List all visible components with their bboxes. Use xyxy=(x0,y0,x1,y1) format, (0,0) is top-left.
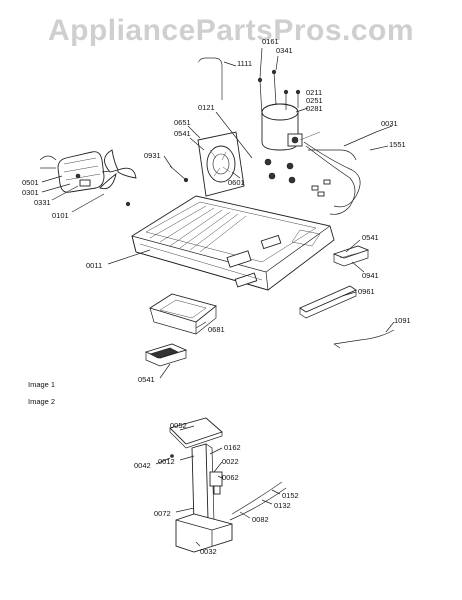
label-0062: 0062 xyxy=(222,473,239,482)
label-0162: 0162 xyxy=(224,443,241,452)
label-0341: 0341 xyxy=(276,46,293,55)
wire-harness-part xyxy=(303,131,377,215)
lower-bracket-part xyxy=(144,343,188,367)
label-1551: 1551 xyxy=(389,140,406,149)
label-0052: 0052 xyxy=(170,421,187,430)
label-0121: 0121 xyxy=(198,103,215,112)
label-0541-lower: 0541 xyxy=(138,375,155,384)
label-0251: 0251 xyxy=(306,96,323,105)
label-0161: 0161 xyxy=(262,37,279,46)
caption-image-2: Image 2 xyxy=(28,397,55,406)
part-labels: 1111 0161 0341 0121 0211 0251 0281 0031 … xyxy=(22,37,411,556)
drain-pan-part xyxy=(148,293,217,335)
label-0072: 0072 xyxy=(154,509,171,518)
watermark: AppliancePartsPros.com xyxy=(47,14,415,47)
label-0011: 0011 xyxy=(86,261,102,270)
label-0331: 0331 xyxy=(34,198,51,207)
label-0152: 0152 xyxy=(282,491,299,500)
label-0281: 0281 xyxy=(306,104,323,113)
bolt-parts xyxy=(257,69,301,117)
label-0501: 0501 xyxy=(22,178,39,187)
tube-part xyxy=(197,57,223,100)
label-0651: 0651 xyxy=(174,118,191,127)
label-0541-bracket: 0541 xyxy=(362,233,379,242)
fan-shroud-part xyxy=(197,131,245,197)
label-0032: 0032 xyxy=(200,547,217,556)
fan-motor-part xyxy=(39,149,137,207)
label-0211: 0211 xyxy=(306,88,322,97)
label-0941: 0941 xyxy=(362,271,379,280)
caption-image-1: Image 1 xyxy=(28,380,55,389)
compressor-part xyxy=(261,103,321,184)
label-0101: 0101 xyxy=(52,211,69,220)
label-1111: 1111 xyxy=(237,59,252,68)
label-0961: 0961 xyxy=(358,287,375,296)
label-0012: 0012 xyxy=(158,457,175,466)
label-0022: 0022 xyxy=(222,457,239,466)
label-0031: 0031 xyxy=(381,119,398,128)
screw-part xyxy=(169,165,189,183)
support-bar-part xyxy=(299,285,357,319)
bracket-part xyxy=(332,245,370,267)
label-0042: 0042 xyxy=(134,461,151,470)
label-0132: 0132 xyxy=(274,501,291,510)
duct-assembly-part xyxy=(169,417,287,553)
label-0301: 0301 xyxy=(22,188,39,197)
base-tray-part xyxy=(131,195,335,291)
drain-tube-part xyxy=(333,329,395,349)
leader-lines xyxy=(41,47,395,547)
label-0681: 0681 xyxy=(208,325,225,334)
label-1091: 1091 xyxy=(394,316,411,325)
label-0931: 0931 xyxy=(144,151,161,160)
label-0541: 0541 xyxy=(174,129,191,138)
label-0082: 0082 xyxy=(252,515,269,524)
label-0601: 0601 xyxy=(228,178,245,187)
